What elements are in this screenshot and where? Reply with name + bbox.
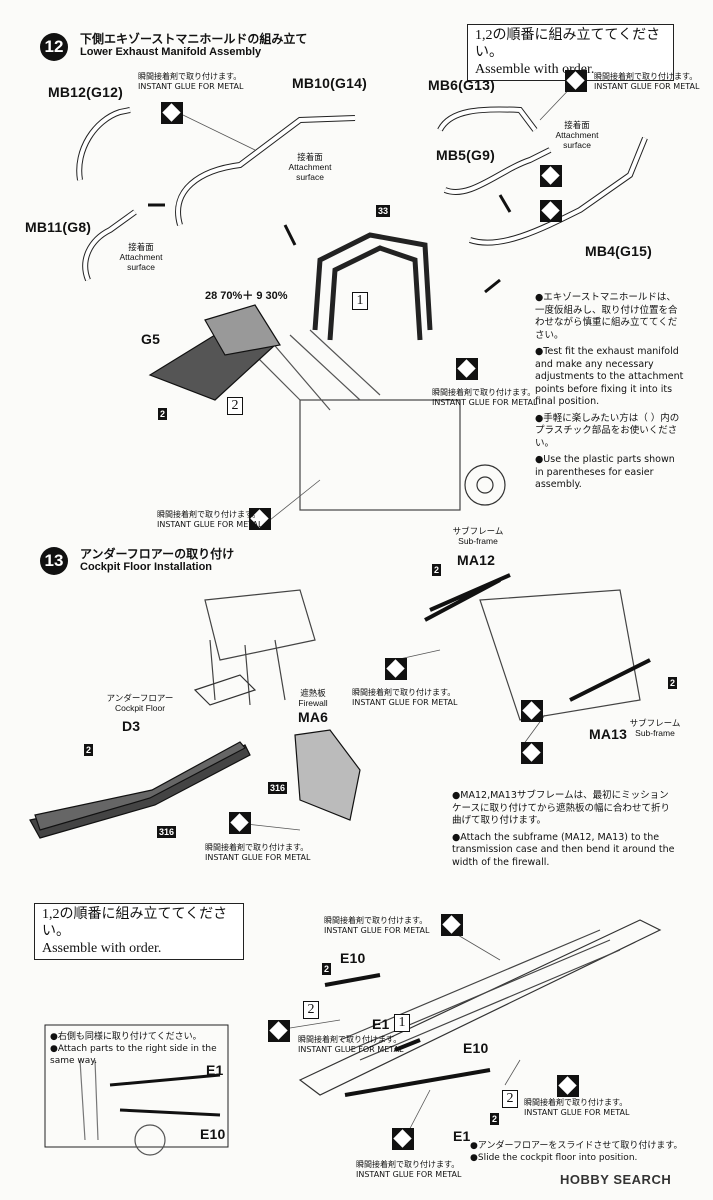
part-box-2-ma12: 2 <box>432 564 442 576</box>
sequence-2: 2 <box>227 397 243 415</box>
glue-icon <box>456 358 478 380</box>
part-box-2-ma13: 2 <box>668 677 678 689</box>
part-label-e1-lower: E1 <box>453 1128 471 1144</box>
glue-icon <box>540 200 562 222</box>
step-14-slide-note: ●アンダーフロアーをスライドさせて取り付けます。 ●Slide the cock… <box>470 1140 700 1164</box>
part-label-e10-upper: E10 <box>340 950 366 966</box>
part-box-316-floor: 316 <box>157 826 177 838</box>
step-12-number: 12 <box>40 33 68 61</box>
note-2: ●Attach the subframe (MA12, MA13) to the… <box>452 831 675 868</box>
inset-note-jp: ●右側も同様に取り付けてください。 <box>50 1032 202 1042</box>
part-box-2-e10-lower: 2 <box>490 1113 500 1125</box>
note-1: ●エキゾーストマニホールドは、一度仮組みし、取り付け位置を合わせながら慎重に組み… <box>535 292 678 341</box>
glue-note-7: 瞬間接着剤で取り付けます。INSTANT GLUE FOR METAL <box>324 916 430 935</box>
part-label-mb4: MB4(G15) <box>585 243 652 259</box>
sequence-2-lower: 2 <box>502 1090 518 1108</box>
part-label-e1-upper: E1 <box>372 1016 390 1032</box>
slide-note-en: ●Slide the cockpit floor into position. <box>470 1153 638 1163</box>
part-label-ma13: MA13 <box>589 726 628 742</box>
part-label-mb11: MB11(G8) <box>25 219 92 235</box>
step-13-notes: ●MA12,MA13サブフレームは、最初にミッションケースに取り付けてから遮熱板… <box>452 790 677 873</box>
note-4: ●Use the plastic parts shown in parenthe… <box>535 454 675 490</box>
note-1: ●MA12,MA13サブフレームは、最初にミッションケースに取り付けてから遮熱板… <box>452 790 671 826</box>
glue-icon <box>229 812 251 834</box>
glue-icon <box>540 165 562 187</box>
part-label-mb12: MB12(G12) <box>48 84 123 100</box>
part-label-ma12: MA12 <box>457 552 496 568</box>
glue-note-5: 瞬間接着剤で取り付けます。INSTANT GLUE FOR METAL <box>352 688 458 707</box>
step-14-order-box: 1,2の順番に組み立ててください。 Assemble with order. <box>34 903 244 960</box>
glue-note-10: 瞬間接着剤で取り付けます。INSTANT GLUE FOR METAL <box>356 1160 462 1179</box>
part-box-316-firewall: 316 <box>268 782 288 794</box>
inset-part-label-e1: E1 <box>206 1062 224 1078</box>
step-12-title-jp: 下側エキゾーストマニホールドの組み立て <box>80 32 308 46</box>
part-label-mb10: MB10(G14) <box>292 75 367 91</box>
order-text-en: Assemble with order. <box>42 941 162 956</box>
part-box-2-floor: 2 <box>84 744 94 756</box>
inset-note-en: ●Attach parts to the right side in the s… <box>50 1044 217 1066</box>
part-box-2-e10-upper: 2 <box>322 963 332 975</box>
glue-note-6: 瞬間接着剤で取り付けます。INSTANT GLUE FOR METAL <box>205 843 311 862</box>
glue-icon <box>385 658 407 680</box>
inset-part-label-e10: E10 <box>200 1126 226 1142</box>
step-13-title-jp: アンダーフロアーの取り付け <box>80 547 235 561</box>
inset-note: ●右側も同様に取り付けてください。 ●Attach parts to the r… <box>50 1031 230 1067</box>
part-label-d3: D3 <box>122 718 141 734</box>
watermark-logo: HOBBY SEARCH <box>560 1172 672 1187</box>
glue-note-8: 瞬間接着剤で取り付けます。INSTANT GLUE FOR METAL <box>298 1035 404 1054</box>
glue-icon <box>441 914 463 936</box>
note-3: ●手軽に楽しみたい方は（ ）内のプラスチック部品をお使いください。 <box>535 412 680 449</box>
part-label-ma6: MA6 <box>298 709 329 725</box>
paint-mix-label: 28 70%＋ 9 30% <box>205 290 288 302</box>
step-12-title-en: Lower Exhaust Manifold Assembly <box>80 46 262 58</box>
order-text-jp: 1,2の順番に組み立ててください。 <box>42 907 228 939</box>
glue-icon <box>521 700 543 722</box>
glue-icon <box>268 1020 290 1042</box>
part-label-e10-lower: E10 <box>463 1040 489 1056</box>
glue-note-2: 瞬間接着剤で取り付けます。INSTANT GLUE FOR METAL <box>594 72 700 91</box>
glue-icon <box>565 70 587 92</box>
part-box-2: 2 <box>158 408 168 420</box>
glue-icon <box>557 1075 579 1097</box>
sequence-1: 1 <box>394 1014 410 1032</box>
slide-note-jp: ●アンダーフロアーをスライドさせて取り付けます。 <box>470 1141 683 1151</box>
sequence-1: 1 <box>352 292 368 310</box>
glue-note-1: 瞬間接着剤で取り付けます。INSTANT GLUE FOR METAL <box>138 72 244 91</box>
glue-note-9: 瞬間接着剤で取り付けます。INSTANT GLUE FOR METAL <box>524 1098 630 1117</box>
order-text-jp: 1,2の順番に組み立ててください。 <box>475 28 661 60</box>
glue-icon <box>521 742 543 764</box>
step-12-notes: ●エキゾーストマニホールドは、一度仮組みし、取り付け位置を合わせながら慎重に組み… <box>535 292 685 496</box>
glue-icon <box>392 1128 414 1150</box>
sequence-2-upper: 2 <box>303 1001 319 1019</box>
note-2: ●Test fit the exhaust manifold and make … <box>535 346 684 407</box>
step-13-number: 13 <box>40 547 68 575</box>
step-13-title-en: Cockpit Floor Installation <box>80 561 213 573</box>
glue-note-3: 瞬間接着剤で取り付けます。INSTANT GLUE FOR METAL <box>432 388 538 407</box>
part-label-g5: G5 <box>141 331 161 347</box>
part-box-33: 33 <box>376 205 391 217</box>
part-label-mb6: MB6(G13) <box>428 77 495 93</box>
glue-icon <box>161 102 183 124</box>
glue-icon <box>249 508 271 530</box>
part-label-mb5: MB5(G9) <box>436 147 495 163</box>
glue-note-4: 瞬間接着剤で取り付けます。INSTANT GLUE FOR METAL <box>157 510 263 529</box>
